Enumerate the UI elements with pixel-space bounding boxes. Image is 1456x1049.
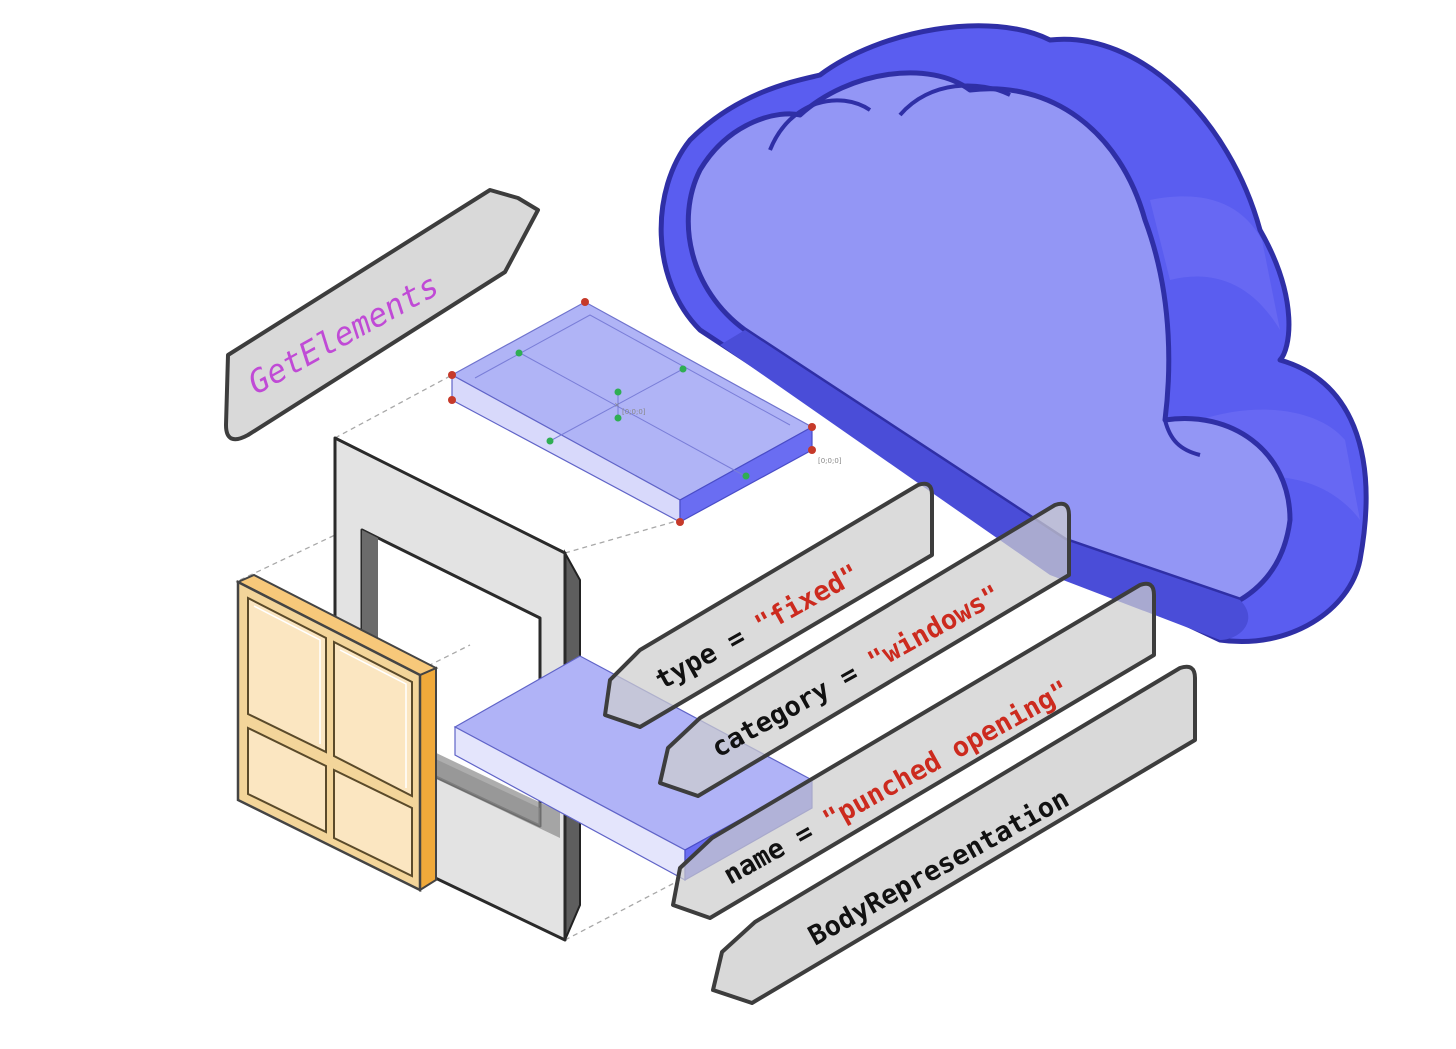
origin-label-a: [0;0;0] (622, 408, 646, 416)
cloud-icon (658, 23, 1369, 644)
origin-label-b: [0;0;0] (818, 457, 842, 465)
window-icon (235, 573, 439, 893)
svg-text:×: × (614, 401, 620, 409)
window-bounding-box-top: × [0;0;0] [0;0;0] (448, 298, 842, 526)
